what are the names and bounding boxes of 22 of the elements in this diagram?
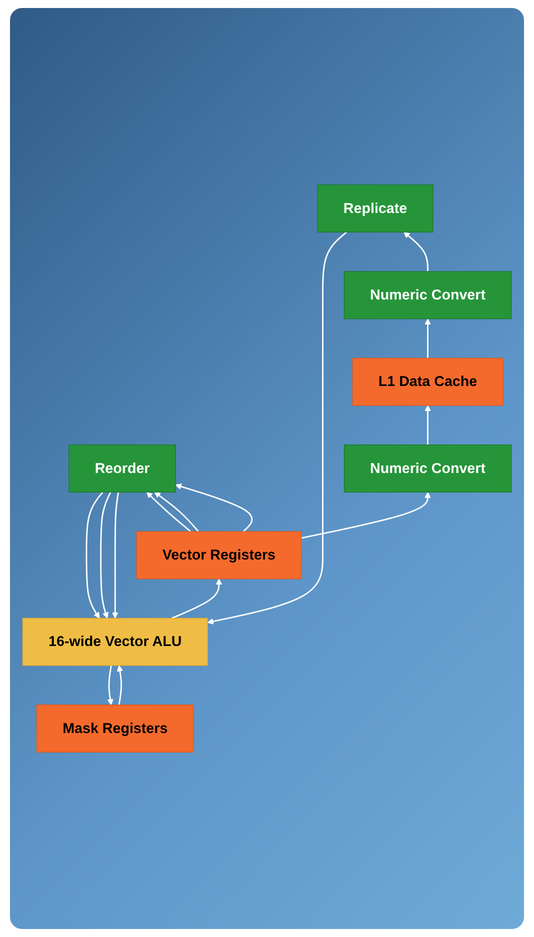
- node-box: Mask Registers: [36, 704, 194, 753]
- arrow: [424, 405, 431, 445]
- node-box: 16-wide Vector ALU: [22, 618, 208, 666]
- arrow: [175, 483, 253, 532]
- arrow: [207, 232, 348, 624]
- arrow: [154, 492, 199, 532]
- arrow: [107, 665, 114, 706]
- arrow: [424, 318, 431, 358]
- arrow: [100, 492, 112, 618]
- arrow: [146, 492, 192, 532]
- arrow: [404, 232, 428, 272]
- node-box: Numeric Convert: [344, 444, 512, 492]
- node-box: Numeric Convert: [344, 271, 512, 320]
- node-box: L1 Data Cache: [352, 358, 504, 406]
- arrow: [86, 492, 104, 618]
- arrow: [116, 665, 124, 705]
- arrow: [112, 492, 120, 618]
- node-box: Replicate: [317, 184, 434, 232]
- node-box: Vector Registers: [136, 531, 302, 580]
- node-box: Reorder: [68, 444, 176, 492]
- arrow: [301, 492, 431, 539]
- arrow: [171, 578, 222, 619]
